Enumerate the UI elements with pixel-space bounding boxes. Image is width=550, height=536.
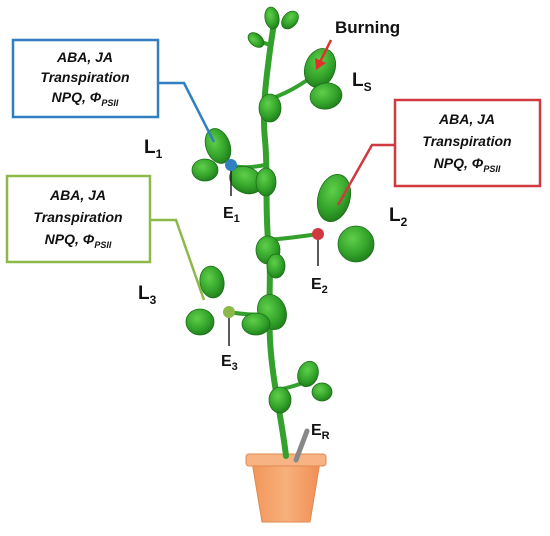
branches — [226, 36, 320, 392]
connectors — [150, 81, 395, 301]
burning-arrow — [315, 39, 333, 70]
connector-l2 — [336, 143, 395, 206]
label-l1: L1 — [144, 137, 163, 161]
label-e2: E2 — [311, 276, 328, 296]
electrode-e3 — [223, 306, 235, 346]
label-er: ER — [311, 422, 330, 442]
burning-label: Burning — [335, 18, 400, 37]
svg-text:NPQ, ΦPSII: NPQ, ΦPSII — [52, 89, 119, 108]
connector-l3 — [150, 218, 206, 301]
box-l2-sub: PSII — [483, 164, 501, 174]
electrode-e1 — [225, 159, 237, 196]
box-l1-line3: NPQ, Φ — [52, 89, 102, 105]
box-l2-line1: ABA, JA — [438, 111, 495, 127]
connector-l1 — [158, 81, 216, 143]
svg-text:NPQ, ΦPSII: NPQ, ΦPSII — [434, 155, 501, 174]
label-l3: L3 — [138, 283, 157, 307]
main-stem — [260, 12, 289, 459]
box-l3-line1: ABA, JA — [49, 187, 106, 203]
box-l2-line3: NPQ, Φ — [434, 155, 484, 171]
electrode-er-probe — [293, 428, 310, 463]
box-l3-line3: NPQ, Φ — [45, 231, 95, 247]
box-l1-sub: PSII — [101, 98, 119, 108]
box-l1-line2: Transpiration — [40, 69, 129, 85]
box-l3-sub: PSII — [94, 240, 112, 250]
svg-text:NPQ, ΦPSII: NPQ, ΦPSII — [45, 231, 112, 250]
electrode-e2 — [312, 228, 324, 266]
label-ls: LS — [352, 70, 372, 94]
label-e1: E1 — [223, 205, 240, 225]
box-l3-line2: Transpiration — [33, 209, 122, 225]
leaves — [185, 6, 375, 414]
info-box-l1: ABA, JA Transpiration NPQ, ΦPSII — [11, 38, 160, 119]
box-l2-line2: Transpiration — [422, 133, 511, 149]
info-box-l3: ABA, JA Transpiration NPQ, ΦPSII — [5, 174, 152, 264]
label-l2: L2 — [389, 205, 408, 229]
label-e3: E3 — [221, 353, 238, 373]
info-box-l2: ABA, JA Transpiration NPQ, ΦPSII — [393, 98, 542, 188]
pot — [245, 453, 327, 523]
box-l1-line1: ABA, JA — [56, 49, 113, 65]
